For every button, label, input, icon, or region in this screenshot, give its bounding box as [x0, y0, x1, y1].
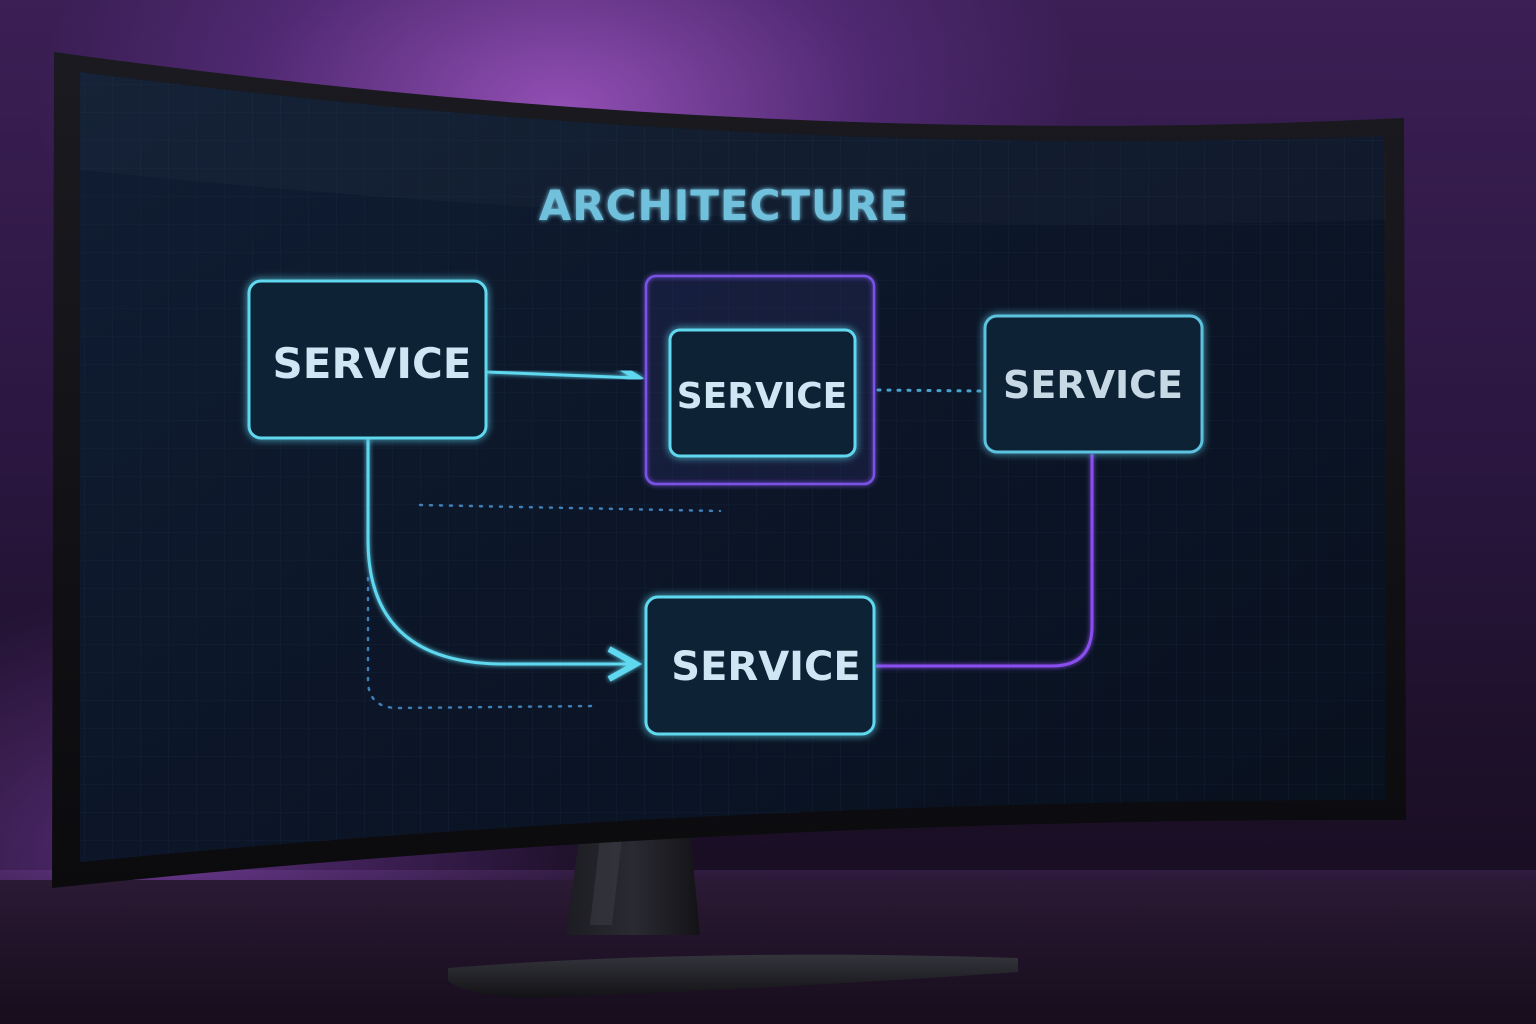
edge-left-to-bottom — [366, 438, 636, 664]
node-center[interactable]: SERVICE — [668, 328, 857, 458]
node-bottom[interactable]: SERVICE — [644, 595, 876, 736]
monitor-stand — [448, 830, 1018, 998]
edge-right-to-bottom — [876, 454, 1094, 668]
node-bottom-label: SERVICE — [671, 644, 860, 690]
edge-center-to-right — [876, 388, 982, 393]
edge-left-to-center — [486, 372, 638, 378]
node-left-label: SERVICE — [273, 339, 472, 388]
node-left[interactable]: SERVICE — [247, 279, 488, 440]
node-center-label: SERVICE — [677, 376, 848, 417]
node-right-label: SERVICE — [1003, 363, 1183, 407]
dotted-guide-horizontal — [418, 503, 722, 513]
diagram-edges — [366, 372, 1094, 710]
monitor-base — [448, 954, 1018, 998]
diagram-title: ARCHITECTURE — [539, 181, 909, 230]
dotted-guide-corner — [366, 576, 598, 710]
desk-surface — [0, 880, 1536, 1024]
node-right[interactable]: SERVICE — [983, 314, 1204, 454]
